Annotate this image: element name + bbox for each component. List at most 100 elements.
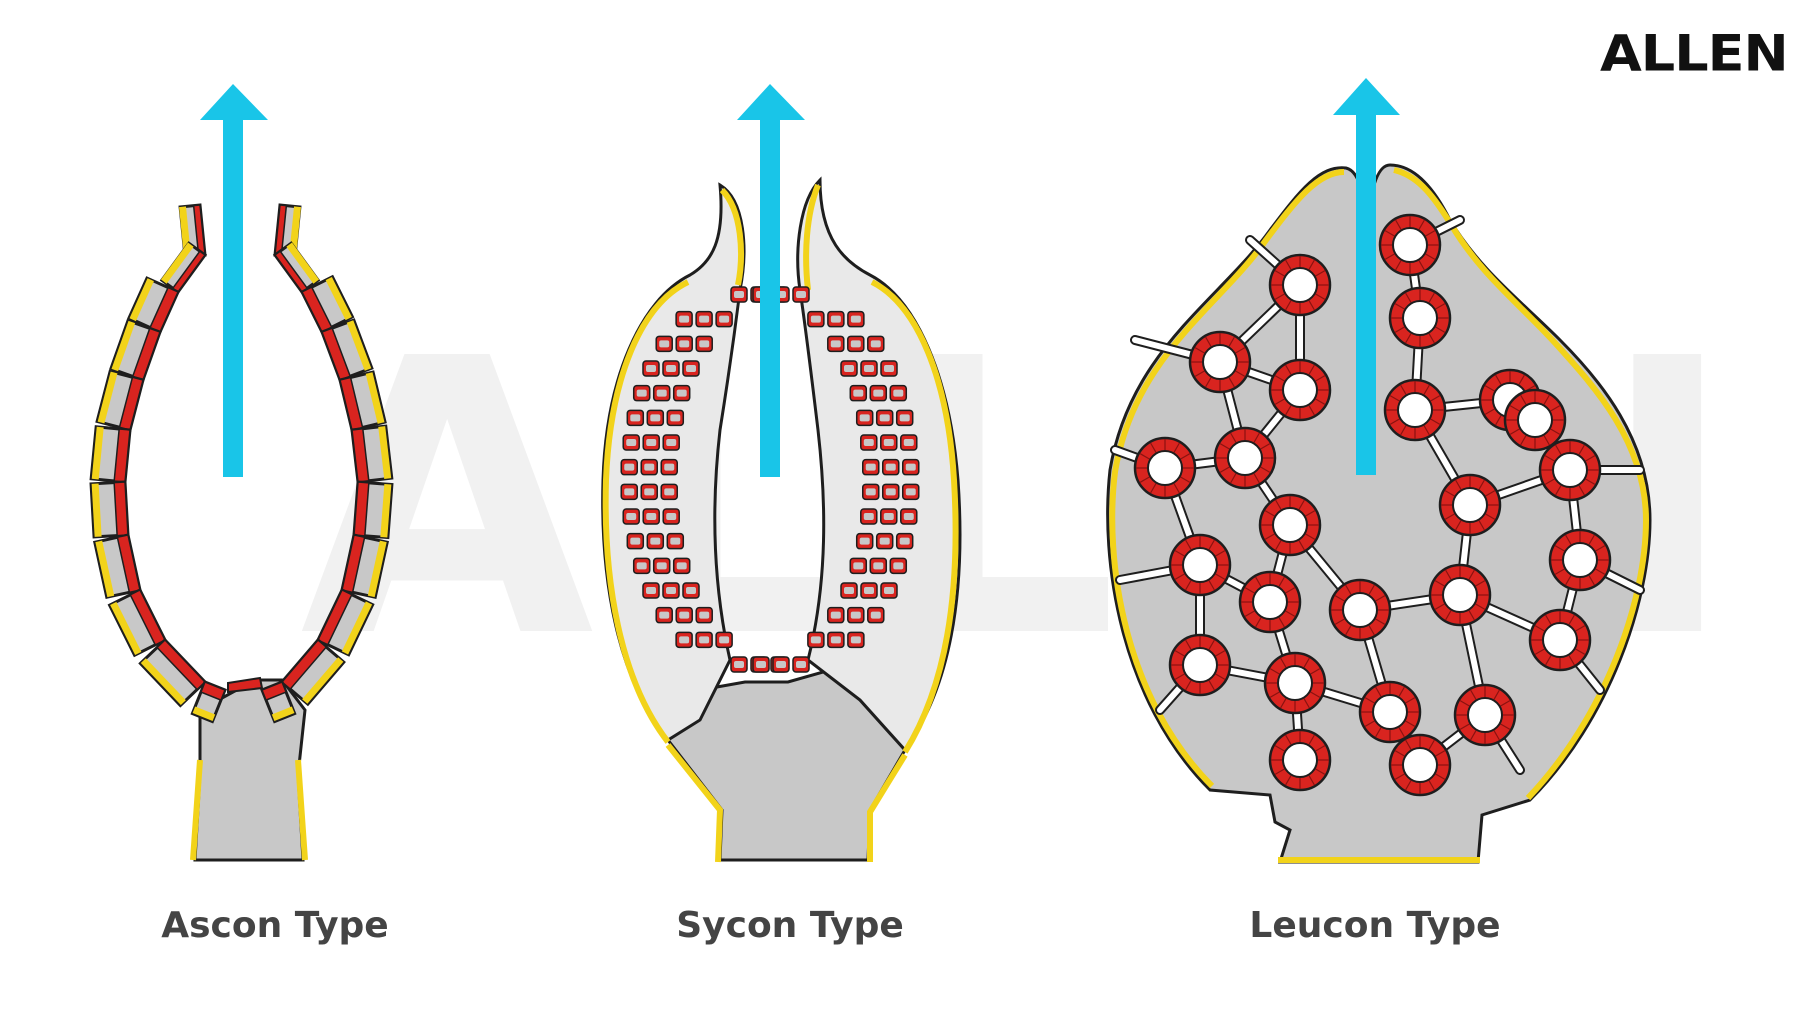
ascon-diagram [89,84,394,862]
leucon-chamber-lumen [1282,372,1318,408]
sycon-chamber-lumen [865,488,876,496]
leucon-choanocyte-cell [1279,657,1287,668]
sycon-chamber-lumen [659,611,670,619]
leucon-choanocyte-cell [1543,394,1551,405]
ascon-cell-left [89,203,227,724]
leucon-choanocyte-cell [1298,499,1306,510]
leucon-choanocyte-cell [1444,569,1452,580]
leucon-choanocyte-cell [1554,485,1562,496]
leucon-chamber-lumen [1182,547,1218,583]
sycon-chamber-lumen [630,537,641,545]
leucon-choanocyte-cell [1478,479,1486,490]
leucon-choanocyte-cell [1194,370,1205,378]
leucon-choanocyte-cell [1305,533,1316,541]
leucon-choanocyte-cell [1215,573,1226,581]
leucon-choanocyte-cell [1544,478,1555,486]
leucon-choanocyte-cell [1235,370,1246,378]
leucon-choanocyte-cell [1139,476,1150,484]
leucon-choanocyte-cell [1278,576,1286,587]
leucon-choanocyte-cell [1305,509,1316,517]
sycon-chamber-lumen [686,365,696,372]
leucon-choanocyte-cell [1274,499,1282,510]
leucon-choanocyte-cell [1215,549,1226,557]
sycon-chamber-lumen [893,562,904,570]
ascon-pinacoderm [380,483,392,538]
leucon-choanocyte-cell [1204,336,1212,347]
ascon-pinacoderm [365,372,385,424]
ascon-choanocyte [129,588,167,646]
leucon-choanocyte-cell [1303,698,1311,709]
sycon-chamber-lumen [865,463,876,471]
leucon-choanocyte-cell [1484,384,1495,392]
leucon-choanocyte-cell [1428,739,1436,750]
leucon-choanocyte-cell [1434,603,1445,611]
leucon-choanocyte-cell [1303,657,1311,668]
allen-logo: ALLEN [1600,24,1789,83]
sycon-chamber-lumen [853,389,864,397]
leucon-chamber-lumen [1147,450,1183,486]
sycon-chamber-lumen [624,463,635,471]
sycon-chamber-lumen [646,365,656,372]
leucon-choanocyte-cell [1228,336,1236,347]
leucon-chamber-lumen [1552,452,1588,488]
leucon-choanocyte-cell [1564,575,1572,586]
leucon-choanocyte-cell [1308,364,1316,375]
sycon-chamber-lumen [830,340,841,348]
leucon-choanocyte-cell [1184,639,1192,650]
leucon-choanocyte-cell [1334,618,1345,626]
leucon-choanocyte-cell [1298,540,1306,551]
sycon-chamber-lumen [650,414,661,422]
sycon-chamber-lumen [664,463,675,471]
leucon-choanocyte-cell [1284,734,1292,745]
leucon-choanocyte-cell [1310,667,1321,675]
leucon-choanocyte-cell [1389,418,1400,426]
sycon-chamber-lumen [666,439,677,446]
sycon-chamber-lumen [903,513,914,520]
leucon-choanocyte-cell [1368,584,1376,595]
leucon-choanocyte-cell [1428,333,1436,344]
leucon-choanocyte-cell [1405,720,1416,728]
leucon-choanocyte-cell [1425,229,1436,237]
leucon-choanocyte-cell [1384,253,1395,261]
sycon-chamber-lumen [666,513,677,520]
leucon-choanocyte-cell [1229,473,1237,484]
leucon-chamber-lumen [1277,665,1313,701]
leucon-choanocyte-cell [1194,346,1205,354]
leucon-choanocyte-cell [1394,749,1405,757]
leucon-choanocyte-cell [1493,730,1501,741]
sycon-chamber-lumen [664,488,675,496]
sycon-chamber-lumen [885,463,896,471]
leucon-choanocyte-cell [1215,673,1226,681]
leucon-choanocyte-cell [1174,673,1185,681]
leucon-choanocyte-cell [1578,485,1586,496]
sycon-chamber-lumen [646,513,657,520]
leucon-choanocyte-cell [1184,580,1192,591]
ascon-pinacoderm [91,483,102,537]
leucon-choanocyte-cell [1254,576,1262,587]
leucon-choanocyte-cell [1588,575,1596,586]
sycon-chamber-lumen [830,315,841,323]
ascon-choanocyte [118,376,144,431]
sycon-base-pinacoderm [665,743,908,863]
leucon-choanocyte-cell [1308,734,1316,745]
sycon-chamber-lumen [873,389,884,397]
leucon-choanocyte-cell [1435,749,1446,757]
leucon-choanocyte-cell [1260,466,1271,474]
sycon-chamber-lumen [676,389,687,397]
leucon-choanocyte-cell [1208,539,1216,550]
leucon-choanocyte-cell [1274,374,1285,382]
leucon-choanocyte-cell [1384,229,1395,237]
leucon-choanocyte-cell [1208,680,1216,691]
ascon-pinacoderm [367,540,387,598]
leucon-chamber-lumen [1202,344,1238,380]
sycon-chamber-lumen [810,636,821,644]
leucon-chamber-lumen [1542,622,1578,658]
leucon-choanocyte-cell [1375,594,1386,602]
leucon-choanocyte-cell [1444,489,1455,497]
leucon-choanocyte-cell [1469,730,1477,741]
leucon-chamber-lumen [1392,227,1428,263]
sycon-chamber-lumen [864,587,874,594]
leucon-choanocyte-cell [1174,549,1185,557]
sycon-chamber-lumen [636,562,647,570]
leucon-choanocyte-cell [1493,689,1501,700]
